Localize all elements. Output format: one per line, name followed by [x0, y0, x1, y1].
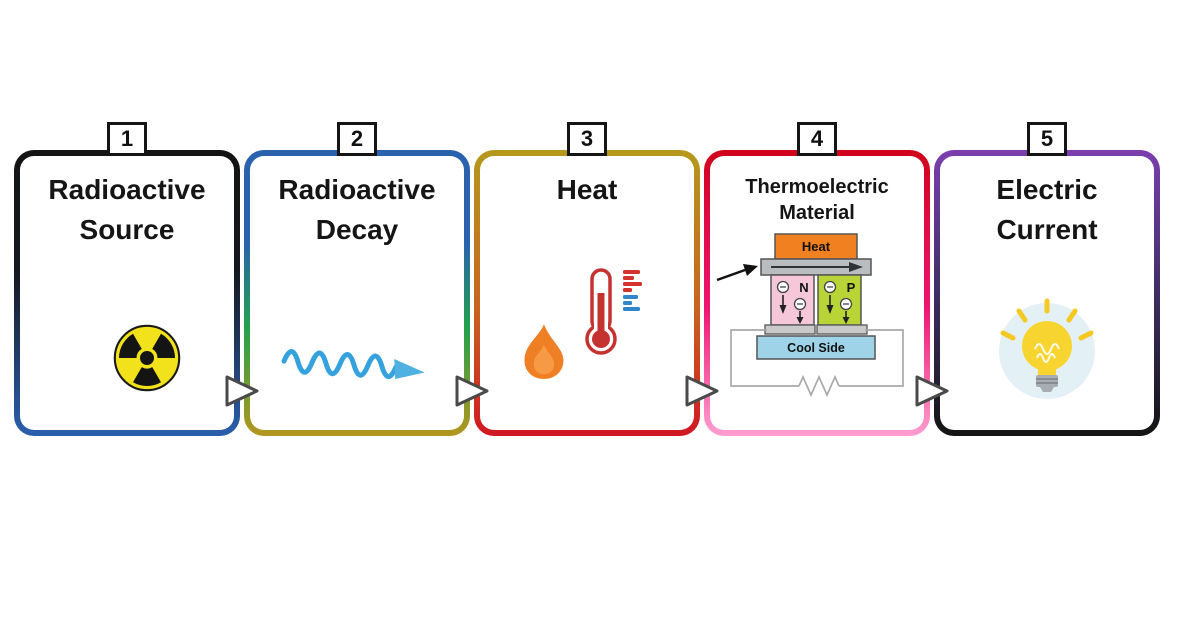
step-title: Radioactive Decay	[250, 170, 464, 250]
step-title: Thermoelectric Material	[710, 170, 924, 226]
thermoelectric-module-diagram: Heat N	[715, 228, 919, 407]
radiation-trefoil-icon	[112, 323, 182, 398]
step-box: Radioactive Decay	[244, 150, 470, 436]
step-number: 4	[810, 126, 824, 151]
title-line: Decay	[315, 213, 399, 245]
flow-arrow-icon	[684, 374, 720, 408]
step-5-electric-current: 5 Electric Current	[932, 116, 1162, 436]
title-line: Material	[779, 202, 855, 224]
step-3-heat: 3 Heat	[472, 116, 702, 436]
lightbulb-icon	[988, 289, 1106, 412]
title-line: Thermoelectric	[745, 176, 889, 198]
step-number: 5	[1040, 126, 1054, 151]
decay-wave-arrow-icon	[277, 331, 438, 396]
step-box: Heat	[474, 150, 700, 436]
te-n-label: N	[799, 280, 808, 295]
flow-arrow-icon	[454, 374, 490, 408]
title-line: Electric	[996, 174, 1098, 205]
step-number: 2	[350, 126, 364, 151]
step-number-badge: 2	[337, 122, 377, 156]
flow-arrow-icon	[914, 374, 950, 408]
step-title: Radioactive Source	[20, 170, 234, 250]
step-2-radioactive-decay: 2 Radioactive Decay	[242, 116, 472, 436]
flame-icon	[517, 321, 569, 388]
te-p-label: P	[847, 280, 856, 295]
step-number-badge: 1	[107, 122, 147, 156]
step-box: Radioactive Source	[14, 150, 240, 436]
flow-arrow-icon	[224, 374, 260, 408]
step-box: Thermoelectric Material Heat	[704, 150, 930, 436]
title-line: Heat	[556, 174, 618, 205]
step-number: 3	[580, 126, 594, 151]
thermometer-icon	[583, 265, 657, 366]
title-line: Radioactive	[278, 174, 436, 205]
step-title: Electric Current	[940, 170, 1154, 250]
step-box: Electric Current	[934, 150, 1160, 436]
step-4-thermoelectric-material: 4 Thermoelectric Material	[702, 116, 932, 436]
title-line: Current	[996, 213, 1098, 245]
step-1-radioactive-source: 1 Radioactive Source	[12, 116, 242, 436]
te-cool-label: Cool Side	[787, 341, 845, 355]
step-title: Heat	[480, 170, 694, 210]
step-number-badge: 4	[797, 122, 837, 156]
process-flow-diagram: 1 Radioactive Source	[12, 116, 1162, 436]
step-number-badge: 5	[1027, 122, 1067, 156]
te-heat-label: Heat	[802, 239, 831, 254]
title-line: Radioactive	[48, 174, 206, 205]
step-number-badge: 3	[567, 122, 607, 156]
title-line: Source	[79, 213, 175, 245]
step-number: 1	[120, 126, 134, 151]
heat-icon-group	[480, 265, 694, 388]
